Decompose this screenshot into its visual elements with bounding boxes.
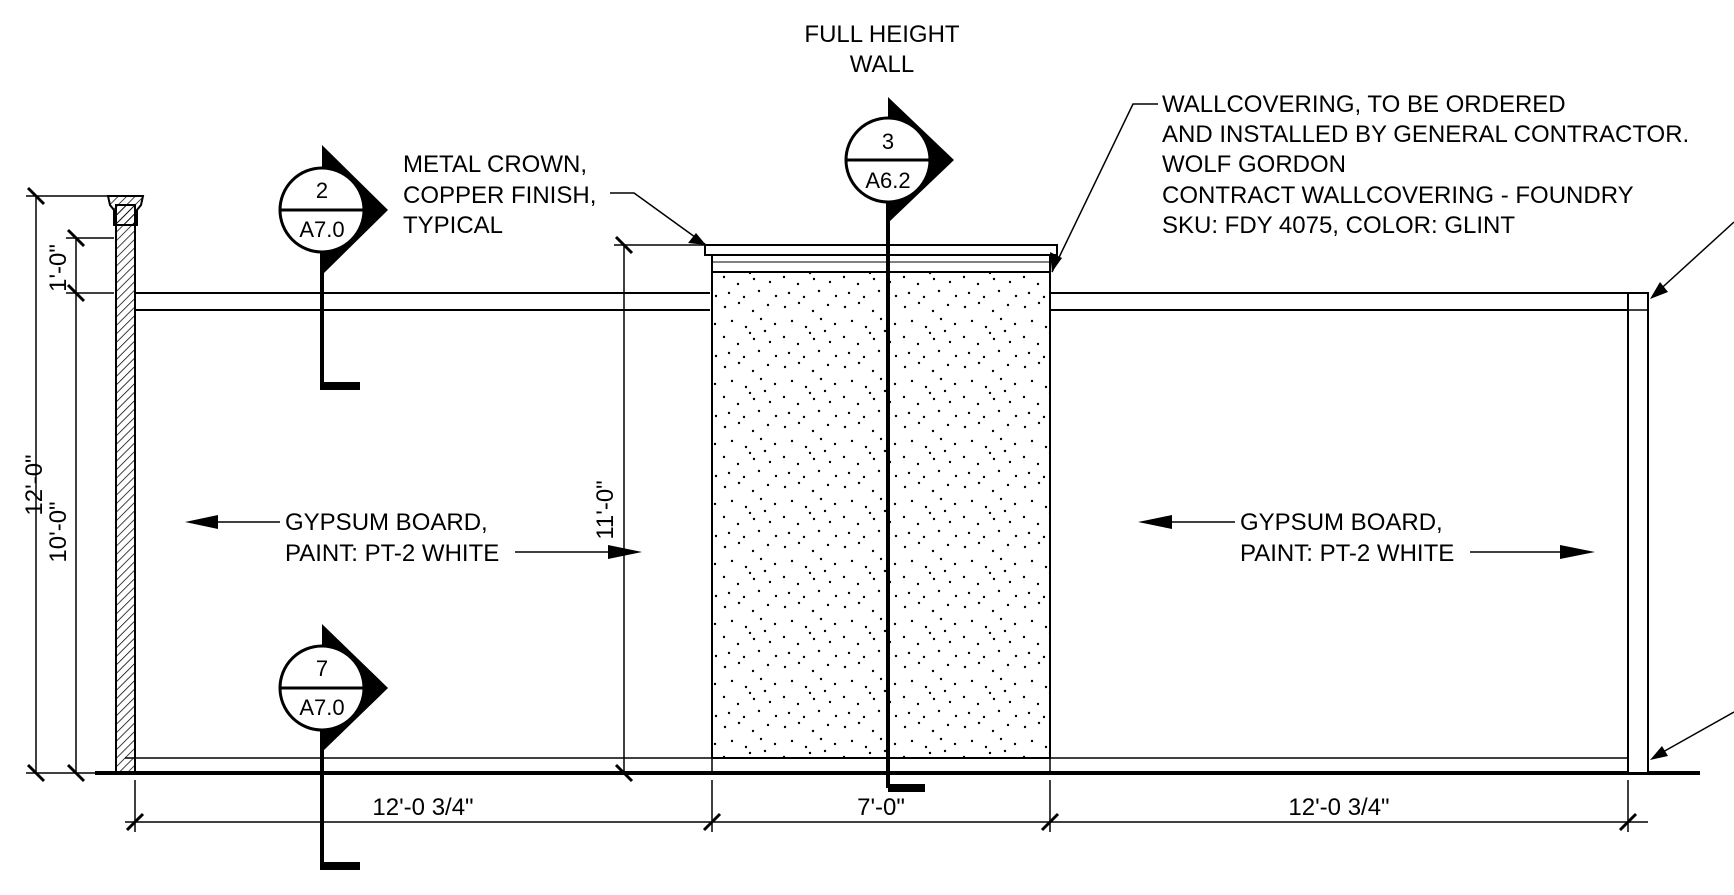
section-marker-3[interactable]: 3 A6.2 <box>844 97 954 223</box>
dim-right-width-label: 12'-0 3/4" <box>1288 794 1389 821</box>
dim-crown-height-label: 1'-0" <box>45 244 72 292</box>
crown-note: METAL CROWN, COPPER FINISH, TYPICAL <box>403 151 596 239</box>
dim-overall-height <box>26 186 108 783</box>
dim-left-width-label: 12'-0 3/4" <box>372 794 473 821</box>
gypsum-note-right: GYPSUM BOARD, PAINT: PT-2 WHITE <box>1240 509 1454 567</box>
marker-7-number: 7 <box>316 656 328 681</box>
marker-7-sheet: A7.0 <box>299 695 344 720</box>
title-line-2: WALL <box>850 51 914 78</box>
svg-text:METAL CROWN,: METAL CROWN, <box>403 151 587 178</box>
wallcovering-panel <box>711 271 1051 759</box>
svg-text:WOLF GORDON: WOLF GORDON <box>1162 151 1346 178</box>
gypsum-note-left: GYPSUM BOARD, PAINT: PT-2 WHITE <box>285 509 499 567</box>
svg-text:TYPICAL: TYPICAL <box>403 212 503 239</box>
dim-overall-height-label: 12'-0" <box>21 454 48 515</box>
crown-leader <box>610 192 707 246</box>
marker-3-sheet: A6.2 <box>865 168 910 193</box>
dim-wall-height <box>66 293 86 783</box>
dim-center-width-label: 7'-0" <box>857 794 905 821</box>
dim-crown-height <box>66 228 114 303</box>
right-leader-bottom <box>1653 711 1734 758</box>
right-leader-top <box>1653 221 1734 296</box>
wallcovering-leader <box>1051 103 1158 273</box>
marker-2-sheet: A7.0 <box>299 217 344 242</box>
section-marker-7[interactable]: 7 A7.0 <box>278 624 388 752</box>
svg-text:GYPSUM BOARD,: GYPSUM BOARD, <box>1240 509 1443 536</box>
title-line-1: FULL HEIGHT <box>804 21 959 48</box>
section-marker-2[interactable]: 2 A7.0 <box>278 145 388 275</box>
metal-crown <box>704 244 1058 256</box>
end-column <box>115 204 136 774</box>
svg-text:GYPSUM BOARD,: GYPSUM BOARD, <box>285 509 488 536</box>
svg-text:WALLCOVERING, TO BE ORDERED: WALLCOVERING, TO BE ORDERED <box>1162 91 1566 118</box>
wallcovering-note: WALLCOVERING, TO BE ORDERED AND INSTALLE… <box>1162 91 1689 239</box>
svg-text:SKU: FDY 4075, COLOR: GLINT: SKU: FDY 4075, COLOR: GLINT <box>1162 212 1515 239</box>
svg-text:PAINT: PT-2 WHITE: PAINT: PT-2 WHITE <box>285 540 499 567</box>
end-column-cap <box>106 195 145 226</box>
marker-3-number: 3 <box>882 129 894 154</box>
dim-wall-height-label: 10'-0" <box>45 501 72 562</box>
dim-panel-height <box>614 235 705 783</box>
right-end-post <box>1627 292 1649 774</box>
svg-text:CONTRACT WALLCOVERING - FOUNDR: CONTRACT WALLCOVERING - FOUNDRY <box>1162 182 1634 209</box>
svg-text:PAINT: PT-2 WHITE: PAINT: PT-2 WHITE <box>1240 540 1454 567</box>
svg-text:COPPER FINISH,: COPPER FINISH, <box>403 182 596 209</box>
metal-crown-lower <box>711 254 1051 273</box>
svg-text:AND INSTALLED BY GENERAL CONTR: AND INSTALLED BY GENERAL CONTRACTOR. <box>1162 121 1689 148</box>
marker-2-number: 2 <box>316 178 328 203</box>
dim-panel-height-label: 11'-0" <box>592 480 619 539</box>
dim-widths <box>125 780 1648 832</box>
